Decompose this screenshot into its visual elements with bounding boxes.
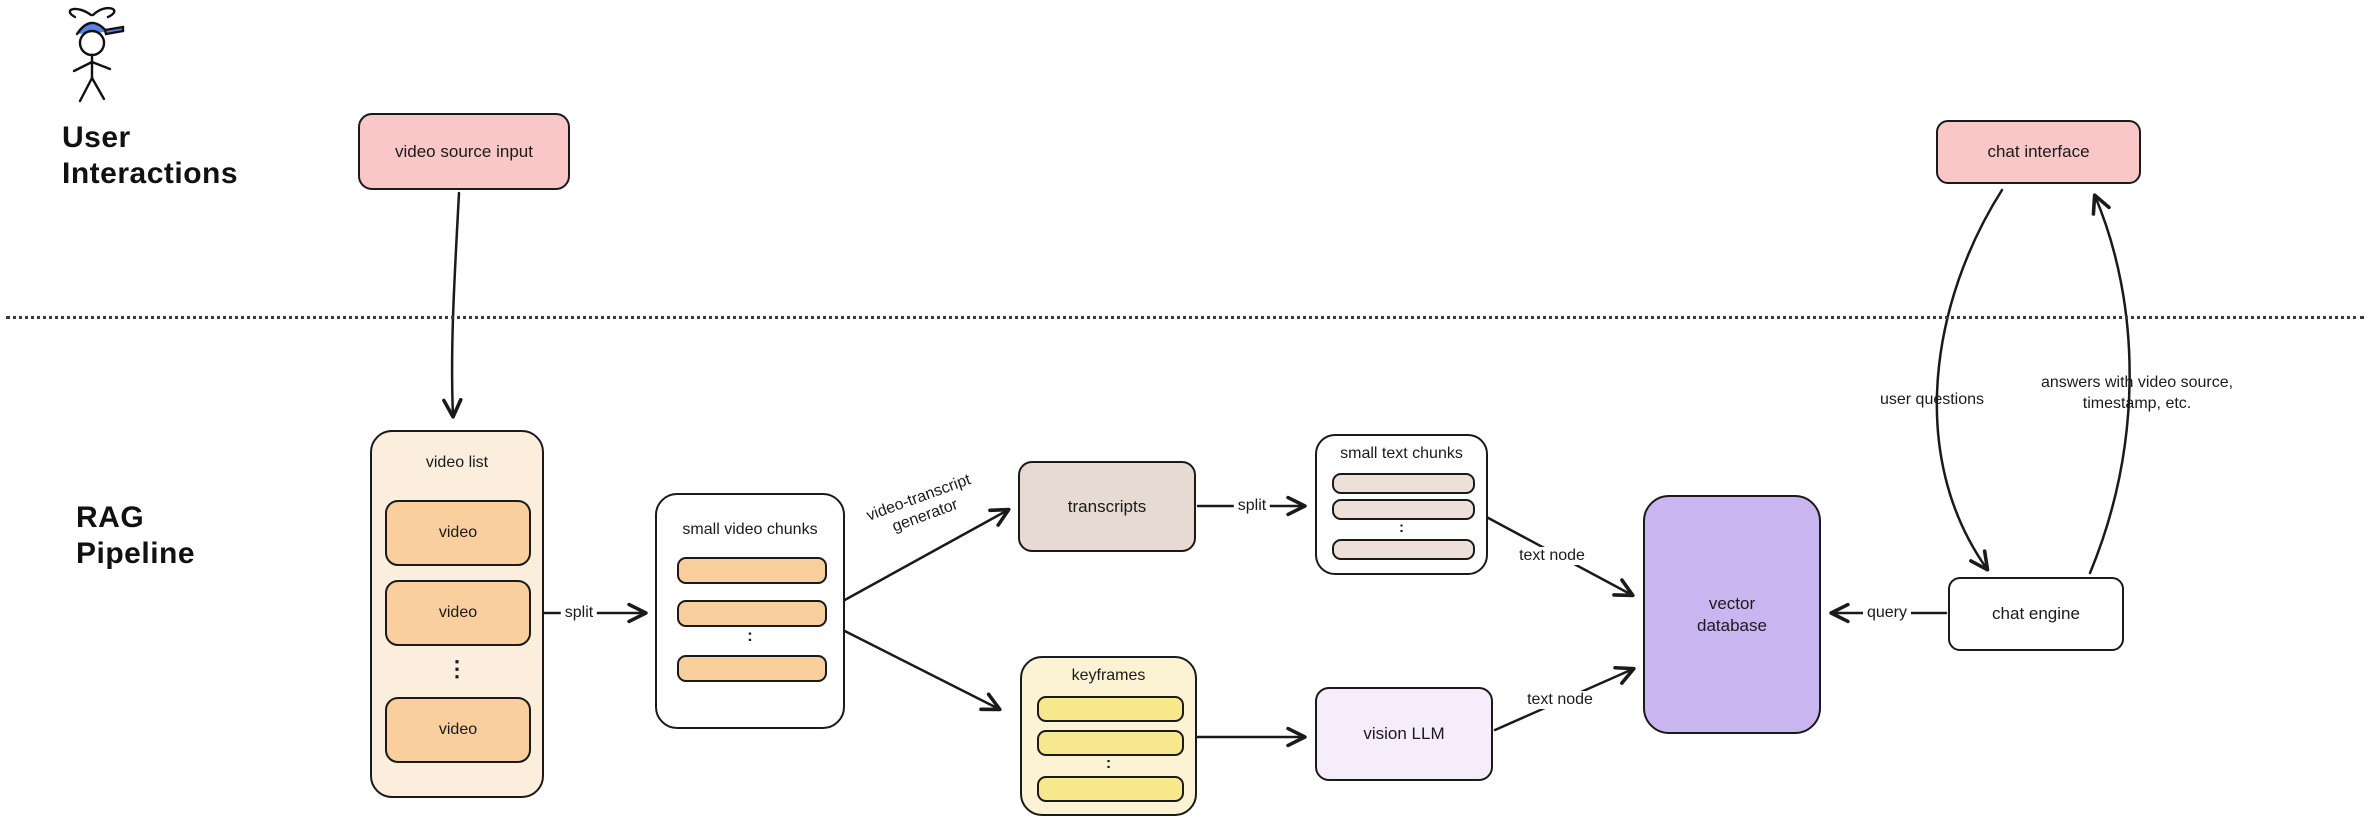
edge-chunks-to-keyframes <box>821 618 1002 712</box>
keyframe-bar <box>1037 776 1184 802</box>
section-divider-line <box>6 316 2364 319</box>
node-vector-database: vector database <box>1643 495 1821 734</box>
text-chunk-bar <box>1332 539 1475 560</box>
keyframes-title: keyframes <box>1071 667 1146 684</box>
node-vision-llm: vision LLM <box>1315 687 1493 781</box>
video-item: video <box>385 580 531 646</box>
video-chunk-bar <box>677 600 827 627</box>
node-chat-engine: chat engine <box>1948 577 2124 651</box>
node-keyframes: keyframes : <box>1020 656 1197 816</box>
cap-brim <box>103 25 125 36</box>
node-chat-interface: chat interface <box>1936 120 2141 184</box>
video-item: video <box>385 697 531 763</box>
section-label-user-interactions: User Interactions <box>62 121 239 190</box>
section-label-rag-pipeline: RAG Pipeline <box>76 501 196 570</box>
node-video-source-input: video source input <box>358 113 570 190</box>
small-text-chunks-title: small text chunks <box>1340 445 1463 462</box>
edge-label-user-questions: user questions <box>1879 391 1985 408</box>
edge-label-text-node-top: text node <box>1515 547 1589 565</box>
small-video-chunks-title: small video chunks <box>682 521 818 538</box>
edge-label-video-transcript-generator: video-transcript generator <box>864 471 973 536</box>
edge-source-to-video-list <box>442 191 463 419</box>
node-video-list: video list video video ⋮ video <box>370 430 544 798</box>
keyframes-ellipsis: : <box>1105 755 1112 772</box>
text-chunk-bar <box>1332 473 1475 494</box>
video-chunks-ellipsis: : <box>747 626 753 645</box>
video-list-ellipsis: ⋮ <box>446 656 468 681</box>
edge-label-split-videos: split <box>560 604 598 622</box>
user-stick-figure-icon <box>68 6 125 103</box>
edge-label-text-node-bottom: text node <box>1523 691 1597 709</box>
keyframe-bar <box>1037 696 1184 722</box>
edge-label-split-transcripts: split <box>1233 497 1271 515</box>
node-transcripts: transcripts <box>1018 461 1196 552</box>
edge-label-query: query <box>1862 604 1912 622</box>
node-small-video-chunks: small video chunks : <box>655 493 845 729</box>
edge-label-answers: answers with video source, timestamp, et… <box>2040 374 2234 412</box>
video-chunk-bar <box>677 655 827 682</box>
video-list-title: video list <box>425 454 489 471</box>
edge-interface-to-engine <box>1935 188 2004 572</box>
text-chunk-bar <box>1332 499 1475 520</box>
text-chunks-ellipsis: : <box>1399 519 1404 536</box>
video-item: video <box>385 500 531 566</box>
video-chunk-bar <box>677 557 827 584</box>
keyframe-bar <box>1037 730 1184 756</box>
node-small-text-chunks: small text chunks : <box>1315 434 1488 575</box>
